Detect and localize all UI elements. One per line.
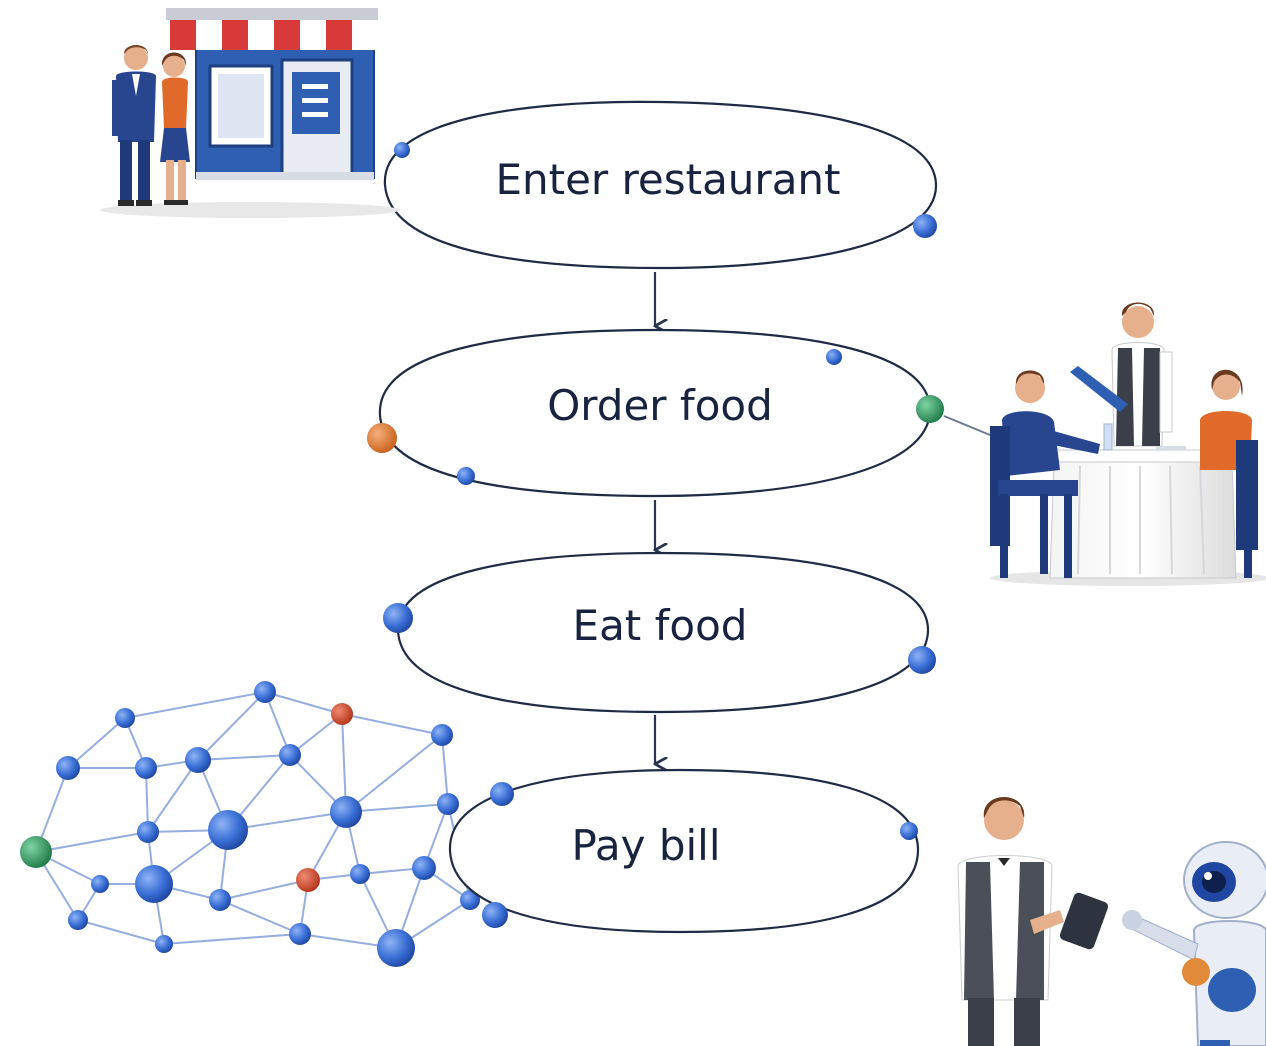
network-node <box>279 744 301 766</box>
network-node <box>377 929 415 967</box>
network-node <box>412 856 436 880</box>
network-edge <box>163 933 301 945</box>
step-ellipse <box>396 551 930 714</box>
step-label: Eat food <box>573 601 748 650</box>
network-node <box>135 865 173 903</box>
network-node <box>155 935 173 953</box>
network-node <box>209 889 231 911</box>
step-ellipse <box>383 100 938 270</box>
network-edge <box>341 713 443 736</box>
network-node <box>431 724 453 746</box>
man-figure <box>112 45 156 206</box>
network-edge <box>341 713 347 813</box>
connector-dot <box>900 822 918 840</box>
network-node <box>20 836 52 868</box>
connector-dot <box>383 603 413 633</box>
network-node <box>437 793 459 815</box>
seated-woman-figure <box>1200 369 1258 578</box>
network-node <box>185 747 211 773</box>
network-edge <box>264 691 291 756</box>
network-edge <box>441 734 449 805</box>
awning <box>166 8 378 50</box>
network-node <box>56 756 80 780</box>
connector-dot <box>916 395 944 423</box>
network-edge <box>124 691 266 719</box>
connector-line <box>943 415 991 436</box>
network-node <box>289 923 311 945</box>
network-node <box>460 890 480 910</box>
network-edge <box>264 691 343 715</box>
flow-step-eat-food: Eat food <box>383 551 936 714</box>
network-edge <box>345 734 443 813</box>
connector-dot <box>913 214 937 238</box>
network-node <box>296 868 320 892</box>
network-edge <box>147 759 199 833</box>
step-label: Order food <box>547 381 773 430</box>
network-node <box>254 681 276 703</box>
network-node <box>330 796 362 828</box>
connector-dot <box>490 782 514 806</box>
connector-dot <box>394 142 410 158</box>
woman-figure <box>160 52 190 205</box>
network-node <box>208 810 248 850</box>
network-node <box>331 703 353 725</box>
network-edge <box>219 879 309 901</box>
connector-dot <box>457 467 475 485</box>
network-node <box>135 757 157 779</box>
network-edge <box>219 899 301 935</box>
connector-dot <box>908 646 936 674</box>
network-node <box>91 875 109 893</box>
connector-dot <box>367 423 397 453</box>
step-ellipse <box>448 768 920 934</box>
network-edge <box>67 717 126 769</box>
step-label: Enter restaurant <box>495 155 840 204</box>
waiter-figure <box>1070 302 1173 447</box>
network-edge <box>35 831 149 853</box>
payment-terminal <box>1059 892 1109 950</box>
waiter-robot-payment-illustration <box>957 797 1266 1046</box>
flow-step-order-food: Order food <box>367 328 991 498</box>
network-node <box>68 910 88 930</box>
restaurant-storefront-illustration <box>100 8 400 218</box>
network-edge <box>197 754 291 761</box>
flow-step-pay-bill: Pay bill <box>448 768 920 934</box>
network-edge <box>77 919 165 945</box>
network-edge <box>197 691 266 761</box>
network-node <box>115 708 135 728</box>
network-node <box>350 864 370 884</box>
network-edge <box>289 713 343 756</box>
network-edge <box>345 803 449 813</box>
seated-man-figure <box>990 370 1100 578</box>
step-label: Pay bill <box>571 821 720 870</box>
waiter-figure <box>957 797 1064 1046</box>
flow-step-enter-restaurant: Enter restaurant <box>383 100 938 270</box>
robot-figure <box>1122 841 1266 1046</box>
network-node <box>137 821 159 843</box>
dining-table-waiter-illustration <box>990 302 1266 586</box>
connector-dot <box>826 349 842 365</box>
connector-dot <box>482 902 508 928</box>
neural-network-illustration <box>20 681 480 967</box>
